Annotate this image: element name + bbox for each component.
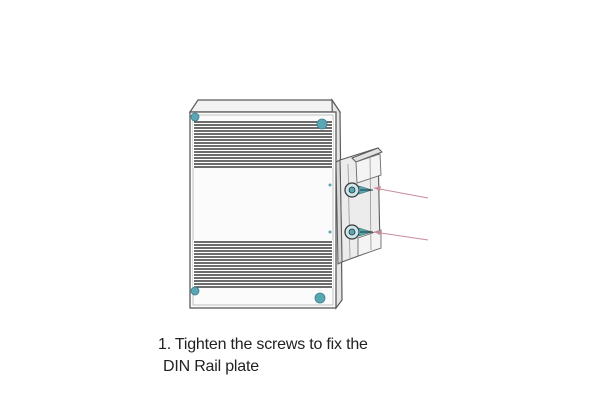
arrow-lower [373,230,429,241]
upper-fins [193,120,333,168]
screw-icon-lower [344,224,374,240]
instruction-caption: 1. Tighten the screws to fix the DIN Rai… [158,334,418,378]
corner-screw-top-left [190,112,200,122]
lower-fins [193,240,333,288]
corner-screw-bottom-right [314,292,326,304]
instruction-line-1: 1. Tighten the screws to fix the [158,336,368,353]
corner-screw-bottom-left [190,286,200,296]
arrow-upper [373,186,429,199]
enclosure-icon [188,97,343,310]
screw-icon-upper [344,182,374,198]
corner-screw-top-right [316,118,328,130]
din-rail-plate-icon [335,147,383,265]
instruction-line-2: DIN Rail plate [163,358,259,375]
